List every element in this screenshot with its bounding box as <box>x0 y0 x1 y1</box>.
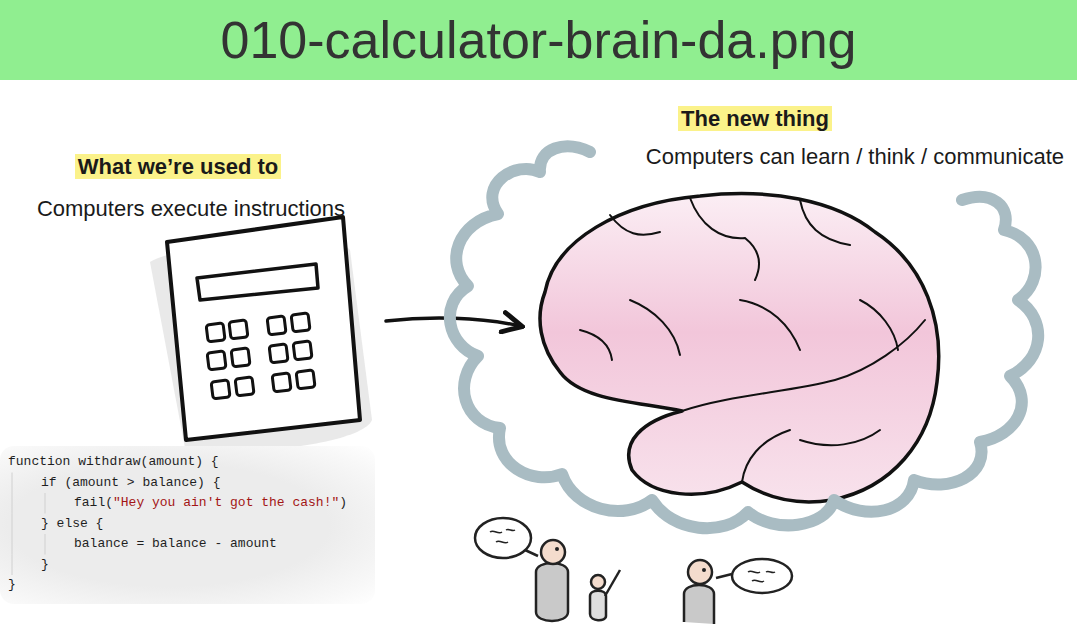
calculator-icon <box>231 348 250 367</box>
people-figures <box>555 547 559 551</box>
code-token: if (amount > balance) { <box>41 475 220 490</box>
people-figures <box>591 575 605 589</box>
calculator-icon <box>296 370 315 389</box>
calculator-icon <box>206 323 225 342</box>
people-figures <box>748 571 775 582</box>
brain-illustration <box>690 198 759 280</box>
people-figures <box>590 591 606 621</box>
title-band: 010-calculator-brain-da.png <box>0 0 1077 80</box>
brain-illustration <box>610 215 660 235</box>
people-figures <box>732 559 792 593</box>
cloud-body: Computers can learn / think / communicat… <box>646 144 1064 169</box>
section-heading: What we’re used to <box>75 154 281 179</box>
calculator-icon <box>269 344 288 363</box>
thought-cloud: The new thingComputers can learn / think… <box>440 100 1070 560</box>
brain-illustration <box>742 430 790 482</box>
brain-illustration <box>540 194 939 502</box>
brain-illustration <box>860 300 898 350</box>
cloud-text-holder: The new thing <box>440 103 1070 137</box>
people-figures <box>525 550 538 556</box>
calculator-icon <box>197 264 318 300</box>
calculator-icon <box>167 217 360 440</box>
brain-illustration <box>630 300 680 355</box>
calculator-icon <box>272 373 291 392</box>
brain-illustration <box>800 200 850 245</box>
indent-guide <box>12 473 13 494</box>
label-holder: Computers execute instructions <box>37 194 345 224</box>
cloud-outline <box>450 146 1038 528</box>
indent-guide <box>45 534 46 555</box>
people-figures <box>688 560 712 584</box>
people-figures <box>490 529 515 542</box>
cloud-outline <box>450 146 1038 528</box>
code-token: "Hey you ain't got the cash!" <box>113 495 339 510</box>
section-subheading: Computers execute instructions <box>37 196 345 221</box>
code-box: function withdraw(amount) { if (amount > … <box>0 446 375 604</box>
brain-illustration <box>580 330 612 360</box>
cloud-text-holder: Computers can learn / think / communicat… <box>440 141 1070 175</box>
code-line: fail("Hey you ain't got the cash!") <box>8 493 369 514</box>
code-line: } <box>8 575 369 596</box>
brain-illustration <box>580 198 925 482</box>
code-line: } <box>8 555 369 576</box>
indent-guide <box>12 534 13 555</box>
calculator-icon <box>267 316 286 335</box>
calculator-icon <box>291 313 310 332</box>
calculator-icon <box>235 377 254 396</box>
code-line: balance = balance - amount <box>8 534 369 555</box>
people-figures <box>475 518 792 624</box>
calculator-icon <box>150 217 372 452</box>
people-figures <box>716 574 732 578</box>
people-figures <box>684 585 714 624</box>
brain-illustration <box>540 194 939 502</box>
title: 010-calculator-brain-da.png <box>221 11 857 69</box>
people-figures <box>605 570 620 596</box>
code-token: balance = balance - amount <box>74 536 277 551</box>
people-figures <box>536 563 568 621</box>
brain-illustration <box>800 430 880 445</box>
code-token: } <box>41 557 49 572</box>
code-line: function withdraw(amount) { <box>8 452 369 473</box>
brain-illustration <box>682 320 925 411</box>
calculator-icon <box>293 341 312 360</box>
indent-guide <box>45 493 46 514</box>
calculator-icon <box>206 313 315 399</box>
code-token: } else { <box>41 516 103 531</box>
brain-illustration <box>740 300 800 350</box>
indent-guide <box>12 493 13 514</box>
code-token: ) <box>339 495 347 510</box>
calculator-icon <box>229 320 248 339</box>
indent-guide <box>12 555 13 576</box>
calculator-icon <box>211 380 230 399</box>
code-line: if (amount > balance) { <box>8 473 369 494</box>
code-token: function withdraw(amount) { <box>8 454 219 469</box>
people-figures <box>475 518 531 558</box>
people-figures <box>541 540 565 564</box>
code-token: } <box>8 577 16 592</box>
cloud-outline <box>440 100 1070 560</box>
indent-guide <box>12 514 13 535</box>
people-figures <box>702 568 706 572</box>
code-line: } else { <box>8 514 369 535</box>
code-token: fail( <box>74 495 113 510</box>
calculator-icon <box>207 351 226 370</box>
label-holder: What we’re used to <box>75 152 281 182</box>
cloud-heading: The new thing <box>678 106 832 131</box>
